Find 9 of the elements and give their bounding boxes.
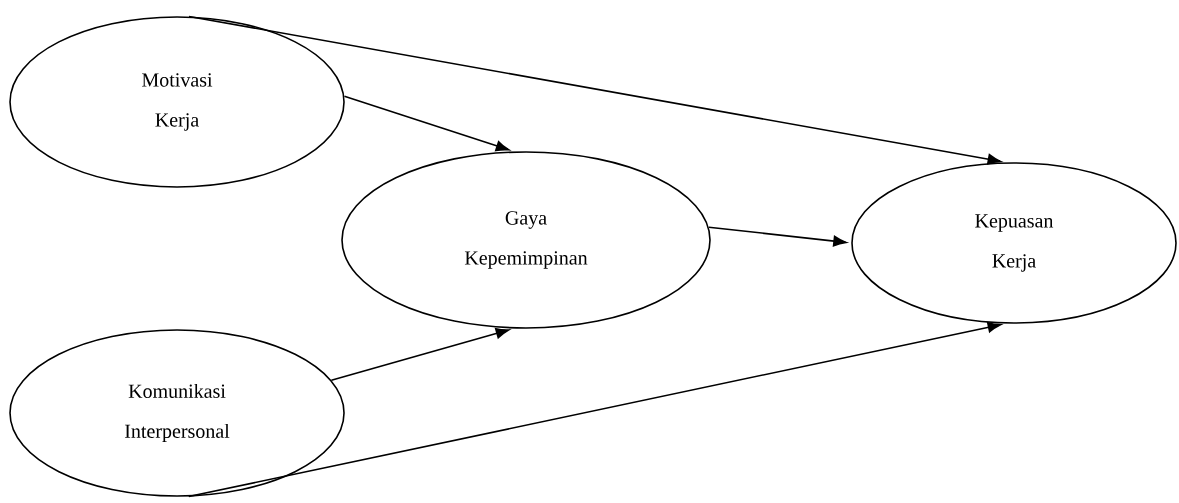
arrow: [188, 15, 1002, 165]
ellipse-node: Motivasi Kerja: [9, 16, 345, 188]
arrow: [330, 328, 510, 381]
ellipse-node: Kepuasan Kerja: [851, 162, 1177, 324]
ellipse-node: Komunikasi Interpersonal: [9, 329, 345, 497]
arrow: [187, 321, 1002, 498]
arrow: [708, 226, 847, 247]
arrow: [343, 95, 510, 152]
ellipse-node: Gaya Kepemimpinan: [341, 151, 711, 329]
